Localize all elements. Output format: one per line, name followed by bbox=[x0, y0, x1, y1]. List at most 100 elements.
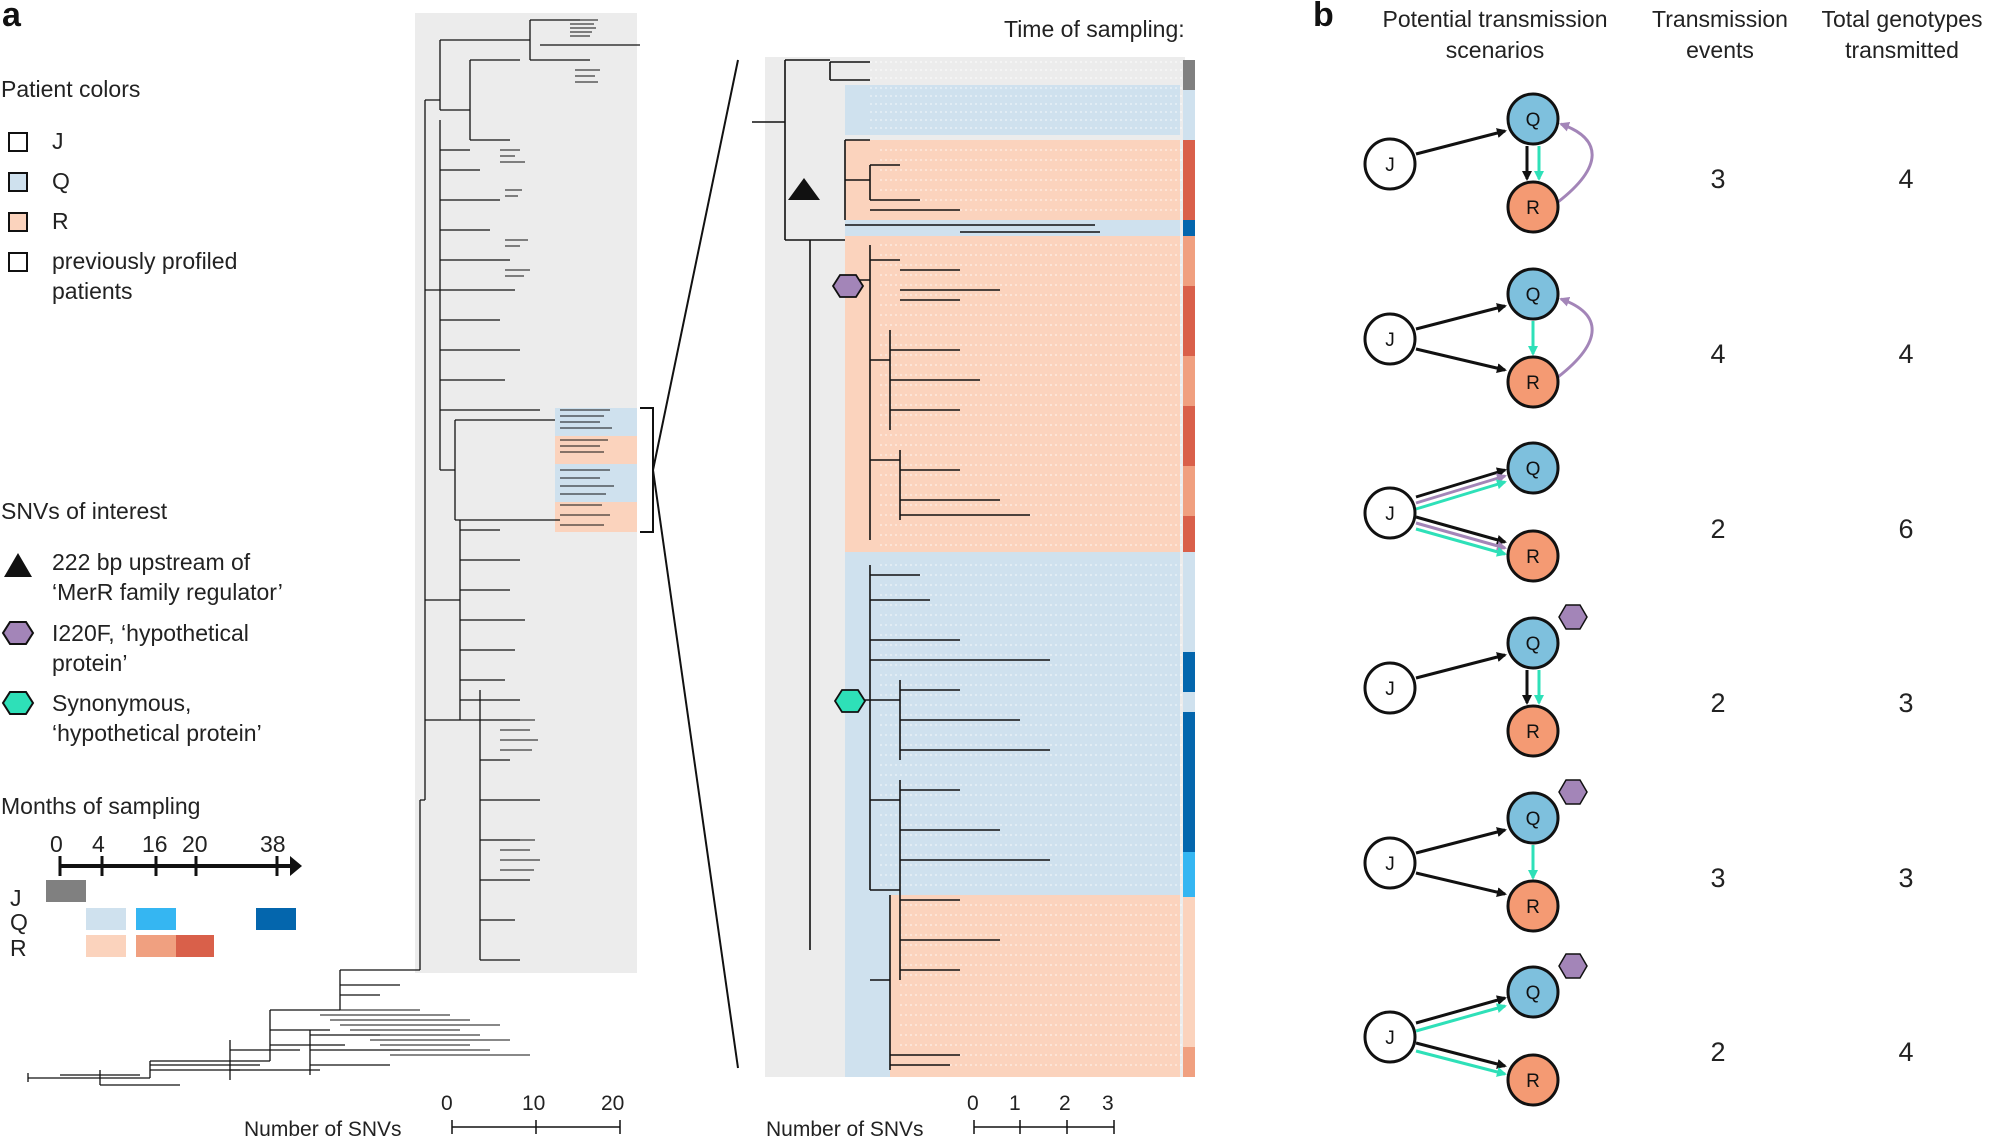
bar-j bbox=[46, 880, 86, 902]
genotypes-value-2: 4 bbox=[1898, 339, 1914, 369]
events-value-1: 3 bbox=[1710, 164, 1726, 194]
legend-label-j: J bbox=[52, 128, 64, 154]
panel-a-label: a bbox=[2, 0, 21, 34]
scenario-4-node-r-label: R bbox=[1526, 722, 1540, 743]
snv-2-line1: I220F, ‘hypothetical bbox=[52, 620, 249, 646]
scenario-5-arrow-j-q bbox=[1415, 827, 1507, 855]
scenario-3-node-q-label: Q bbox=[1526, 459, 1541, 480]
snv-2-line2: protein’ bbox=[52, 650, 128, 676]
events-value-3: 2 bbox=[1710, 514, 1726, 544]
patient-colors-heading: Patient colors bbox=[1, 76, 141, 102]
axis-right-tick-2: 2 bbox=[1059, 1092, 1071, 1115]
snv-1-line1: 222 bp upstream of bbox=[52, 549, 251, 575]
scenario-2-node-q-label: Q bbox=[1526, 285, 1541, 306]
bar-r2 bbox=[136, 935, 176, 957]
scenario-1-node-r-circle bbox=[1506, 180, 1560, 234]
scenario-5-node-r-label: R bbox=[1526, 897, 1540, 918]
scenario-6-arrow-j-r-black bbox=[1415, 1041, 1507, 1069]
scenario-6-node-q-label: Q bbox=[1526, 983, 1541, 1004]
axis-left-label: Number of SNVs bbox=[244, 1118, 402, 1141]
genotypes-value-1: 4 bbox=[1898, 164, 1914, 194]
header-genotypes-line1: Total genotypes bbox=[1821, 6, 1983, 32]
bar-r3 bbox=[176, 935, 214, 957]
header-events-line1: Transmission bbox=[1652, 6, 1788, 32]
axis-right bbox=[973, 1120, 1115, 1134]
scenario-5-node-q-label: Q bbox=[1526, 809, 1541, 830]
scenario-6-node-j-label: J bbox=[1385, 1028, 1395, 1049]
genotypes-value-3: 6 bbox=[1898, 514, 1914, 544]
scenario-2-curve-r-q bbox=[1557, 296, 1594, 379]
dotted-leaf-lines bbox=[870, 61, 1182, 1066]
month-row-q: Q bbox=[10, 909, 28, 935]
scenario-4-node-q-label: Q bbox=[1526, 634, 1541, 655]
month-row-r: R bbox=[10, 935, 27, 961]
scenario-6-node-j-circle bbox=[1363, 1010, 1417, 1064]
scenario-5-node-r-circle bbox=[1506, 879, 1560, 933]
scenario-6-node-r-circle bbox=[1506, 1053, 1560, 1107]
scenario-3-node-r-label: R bbox=[1526, 547, 1540, 568]
legend-label-previously-profiled: previously profiled patients bbox=[52, 248, 238, 304]
scenario-3-arrow-j-r-purple bbox=[1415, 521, 1507, 551]
genotypes-value-6: 4 bbox=[1898, 1037, 1914, 1067]
axis-right-tick-3: 3 bbox=[1102, 1092, 1114, 1115]
scenario-5-node-j-circle bbox=[1363, 836, 1417, 890]
scenario-2-node-r-label: R bbox=[1526, 373, 1540, 394]
scenario-3-arrow-j-q-black bbox=[1415, 467, 1507, 499]
triangle-icon bbox=[4, 553, 32, 577]
scenario-6-hexagon-icon bbox=[1558, 953, 1588, 979]
hexagon-teal-icon bbox=[1, 691, 35, 715]
scenario-1-node-j-label: J bbox=[1385, 155, 1395, 176]
scenario-6-arrow-j-q-black bbox=[1415, 995, 1507, 1025]
scenario-2-node-q-circle bbox=[1506, 267, 1560, 321]
leaf-tips bbox=[300, 19, 614, 1056]
scenario-1-node-q-label: Q bbox=[1526, 110, 1541, 131]
axis-right-label: Number of SNVs bbox=[766, 1118, 924, 1141]
scenario-3-arrow-j-r-teal bbox=[1415, 527, 1507, 557]
month-row-j: J bbox=[10, 885, 22, 911]
phylogenetic-tree-zoomed bbox=[752, 57, 1195, 1077]
bar-q1 bbox=[86, 908, 126, 930]
axis-left bbox=[451, 1120, 621, 1134]
scenario-2-node-j-circle bbox=[1363, 312, 1417, 366]
scenario-2-node-j-label: J bbox=[1385, 330, 1395, 351]
scenario-2-node-r-circle bbox=[1506, 355, 1560, 409]
scenario-4-arrow-j-q bbox=[1415, 652, 1507, 680]
events-value-5: 3 bbox=[1710, 863, 1726, 893]
axis-left-tick-0: 0 bbox=[441, 1092, 453, 1115]
snv-3-line1: Synonymous, bbox=[52, 690, 192, 716]
snv-1-line2: ‘MerR family regulator’ bbox=[52, 579, 283, 605]
header-scenarios-line1: Potential transmission bbox=[1382, 6, 1608, 32]
scenario-5-node-j-label: J bbox=[1385, 854, 1395, 875]
scenario-4-node-q-circle bbox=[1506, 616, 1560, 670]
scenario-6-node-r-label: R bbox=[1526, 1071, 1540, 1092]
scenario-4-node-j-circle bbox=[1363, 661, 1417, 715]
genotypes-value-5: 3 bbox=[1898, 863, 1914, 893]
events-value-2: 4 bbox=[1710, 339, 1726, 369]
legend-label-q: Q bbox=[52, 168, 70, 194]
month-tick-0: 0 bbox=[50, 831, 63, 857]
scenario-3-arrow-j-r-black bbox=[1415, 515, 1507, 545]
time-of-sampling-label: Time of sampling: bbox=[1004, 16, 1185, 42]
scenario-3-node-r-circle bbox=[1506, 529, 1560, 583]
header-events: Transmission events bbox=[1630, 4, 1810, 66]
swatch-r bbox=[8, 212, 28, 232]
swatch-previously-profiled bbox=[8, 252, 28, 272]
panel-b-label: b bbox=[1313, 0, 1334, 34]
tree-hexagon-teal-icon bbox=[833, 689, 867, 713]
header-scenarios-line2: scenarios bbox=[1445, 37, 1545, 63]
legend-label-r: R bbox=[52, 208, 69, 234]
scenario-2-arrow-j-q bbox=[1415, 303, 1507, 331]
month-tick-38: 38 bbox=[260, 831, 286, 857]
scenario-1-node-r-label: R bbox=[1526, 198, 1540, 219]
scenario-6-node-q-circle bbox=[1506, 965, 1560, 1019]
scenario-1-node-q-circle bbox=[1506, 92, 1560, 146]
scenario-3-arrow-j-q-teal bbox=[1415, 479, 1507, 511]
scenario-3-node-q-circle bbox=[1506, 441, 1560, 495]
scenario-3-node-j-label: J bbox=[1385, 504, 1395, 525]
axis-right-tick-1: 1 bbox=[1009, 1092, 1021, 1115]
header-genotypes: Total genotypes transmitted bbox=[1812, 4, 1992, 66]
scenario-2-arrow-j-r bbox=[1415, 347, 1507, 374]
scenario-6-arrow-j-r-teal bbox=[1415, 1049, 1507, 1077]
